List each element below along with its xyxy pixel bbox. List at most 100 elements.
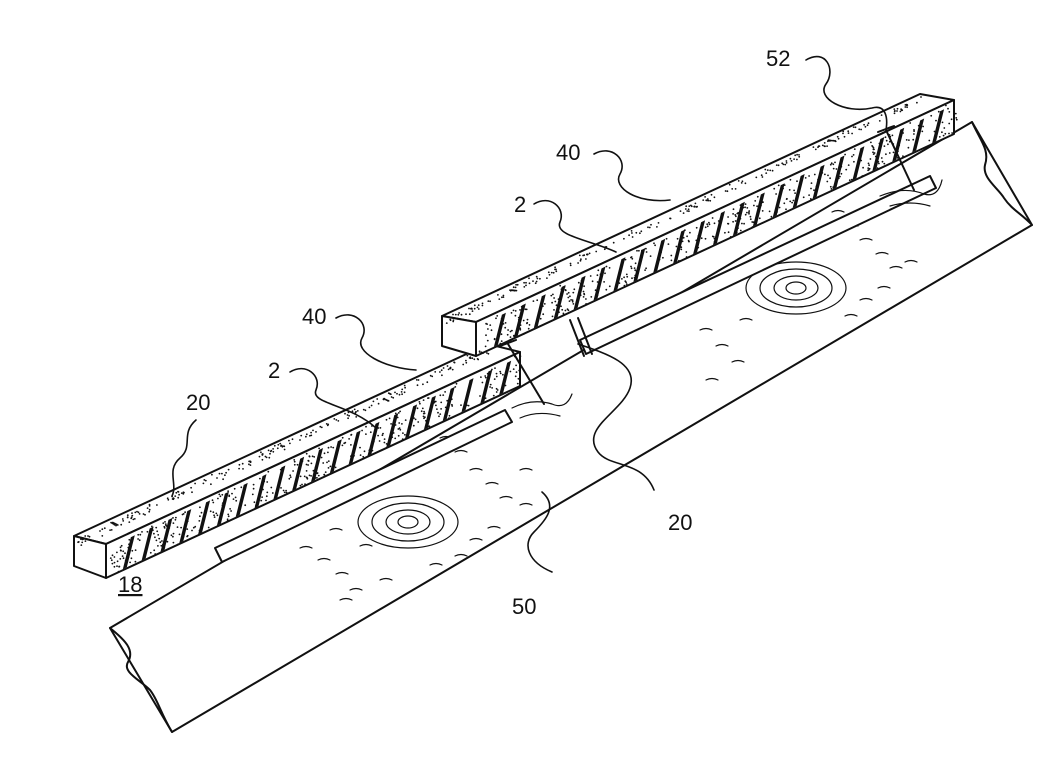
granule-dot	[128, 543, 130, 545]
granule-dot	[491, 329, 493, 331]
granule-dot	[222, 478, 224, 480]
granule-dot	[573, 288, 575, 290]
granule-dot	[413, 417, 415, 419]
granule-dot	[605, 289, 607, 291]
granule-dot	[854, 148, 856, 150]
granule-dot	[539, 278, 541, 280]
granule-dot	[520, 355, 522, 357]
granule-dot	[252, 494, 254, 496]
granule-dot	[851, 156, 853, 158]
granule-dot	[277, 447, 279, 449]
granule-dot	[902, 132, 904, 134]
granule-dot	[218, 494, 220, 496]
granule-dot	[793, 158, 795, 160]
granule-dot	[465, 313, 467, 315]
granule-dot	[488, 353, 490, 355]
granule-dot	[886, 140, 888, 142]
granule-dot	[270, 487, 272, 489]
granule-dot	[183, 536, 185, 538]
granule-dot	[816, 186, 818, 188]
granule-dot	[441, 374, 443, 376]
granule-dot	[529, 282, 531, 284]
granule-dot	[942, 122, 944, 124]
granule-dot	[565, 310, 567, 312]
granule-dot	[680, 246, 682, 248]
granule-dot	[737, 220, 739, 222]
granule-dot	[829, 140, 831, 142]
granule-dot	[796, 198, 798, 200]
granule-dot	[439, 394, 441, 396]
granule-dot	[784, 164, 786, 166]
granule-dot	[124, 552, 126, 554]
granule-dot	[546, 277, 548, 279]
granule-dot	[348, 415, 350, 417]
granule-dot	[568, 292, 570, 294]
granule-dot	[371, 405, 373, 407]
granule-dot	[222, 502, 224, 504]
granule-dot	[704, 196, 706, 198]
granule-dot	[570, 299, 572, 301]
granule-dot	[308, 460, 310, 462]
granule-dot	[379, 440, 381, 442]
granule-dot	[190, 487, 192, 489]
granule-dot	[600, 273, 602, 275]
granule-dot	[477, 307, 479, 309]
granule-dot	[315, 431, 317, 433]
granule-dot	[906, 104, 908, 106]
granule-dot	[848, 132, 850, 134]
granule-dot	[80, 538, 82, 540]
granule-dot	[796, 180, 798, 182]
granule-dot	[456, 383, 458, 385]
ref-label-20-left: 20	[186, 390, 210, 415]
granule-dot	[847, 130, 849, 132]
granule-dot	[489, 324, 491, 326]
granule-dot	[198, 520, 200, 522]
granule-dot	[580, 283, 582, 285]
granule-dot	[437, 412, 439, 414]
granule-dot	[537, 278, 539, 280]
granule-dot	[217, 514, 219, 516]
granule-dot	[413, 425, 415, 427]
granule-dot	[676, 246, 678, 248]
granule-dot	[755, 221, 757, 223]
granule-dot	[559, 285, 561, 287]
granule-dot	[498, 298, 500, 300]
granule-dot	[292, 489, 294, 491]
ref-label-52: 52	[766, 46, 790, 71]
granule-dot	[163, 547, 165, 549]
granule-dot	[311, 463, 313, 465]
granule-dot	[153, 549, 155, 551]
granule-dot	[362, 456, 364, 458]
granule-dot	[272, 451, 274, 453]
granule-dot	[501, 296, 503, 298]
granule-dot	[382, 433, 384, 435]
granule-dot	[162, 544, 164, 546]
granule-dot	[404, 434, 406, 436]
granule-dot	[397, 417, 399, 419]
granule-dot	[935, 120, 937, 122]
granule-dot	[834, 140, 836, 142]
granule-dot	[879, 120, 881, 122]
granule-dot	[442, 394, 444, 396]
granule-dot	[455, 314, 457, 316]
granule-dot	[424, 413, 426, 415]
granule-dot	[428, 397, 430, 399]
ref-label-50: 50	[512, 594, 536, 619]
granule-dot	[515, 333, 517, 335]
granule-dot	[505, 322, 507, 324]
granule-dot	[567, 297, 569, 299]
granule-dot	[631, 230, 633, 232]
granule-dot	[631, 258, 633, 260]
granule-dot	[485, 377, 487, 379]
granule-dot	[167, 497, 169, 499]
granule-dot	[347, 417, 349, 419]
granule-dot	[473, 358, 475, 360]
granule-dot	[754, 200, 756, 202]
granule-dot	[951, 132, 953, 134]
granule-dot	[110, 557, 112, 559]
granule-dot	[330, 446, 332, 448]
granule-dot	[294, 461, 296, 463]
granule-dot	[666, 238, 668, 240]
granule-dot	[746, 207, 748, 209]
granule-dot	[518, 378, 520, 380]
